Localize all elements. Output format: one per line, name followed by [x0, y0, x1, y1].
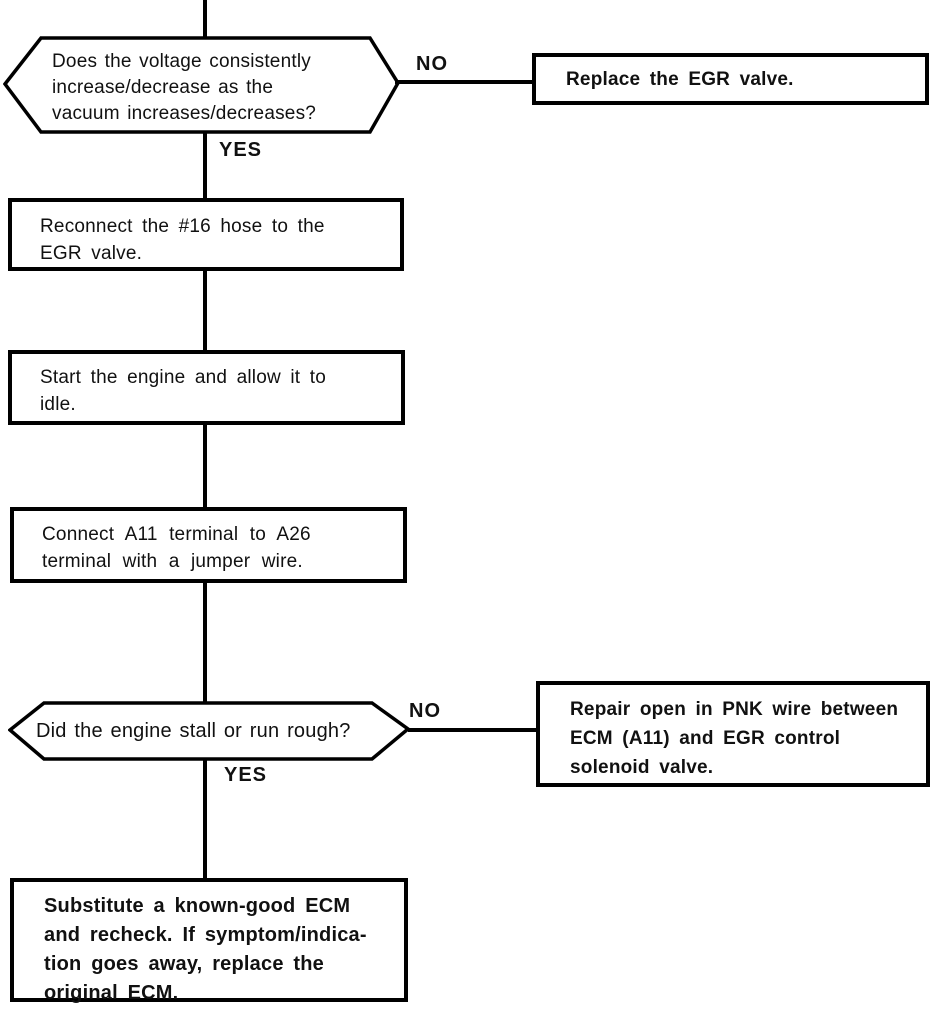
- box-replace-egr-valve-text: Replace the EGR valve.: [566, 68, 794, 90]
- connector-1-2: [203, 271, 207, 350]
- decision-voltage-text: Does the voltage consistently increase/d…: [52, 51, 317, 124]
- box-replace-egr-valve: Replace the EGR valve.: [532, 53, 929, 105]
- connector-3-4: [203, 583, 207, 703]
- decision-stall-text: Did the engine stall or run rough?: [36, 720, 351, 742]
- connector-yes-1: [203, 132, 207, 200]
- connector-entry: [203, 0, 207, 38]
- connector-yes-2: [203, 759, 207, 878]
- decision-stall-hexagon: Did the engine stall or run rough?: [8, 701, 410, 761]
- connector-2-3: [203, 425, 207, 508]
- box-reconnect-hose: Reconnect the #16 hose to the EGR valve.: [8, 198, 404, 271]
- decision-voltage-hexagon: Does the voltage consistently increase/d…: [3, 36, 400, 134]
- edge-label-no-1: NO: [416, 53, 448, 75]
- box-start-engine: Start the engine and allow it to idle.: [8, 350, 405, 425]
- box-reconnect-hose-text: Reconnect the #16 hose to the EGR valve.: [40, 216, 325, 264]
- edge-label-yes-1: YES: [219, 139, 263, 161]
- box-start-engine-text: Start the engine and allow it to idle.: [40, 367, 327, 415]
- box-repair-pnk-wire-text: Repair open in PNK wire between ECM (A11…: [570, 699, 899, 778]
- box-repair-pnk-wire: Repair open in PNK wire between ECM (A11…: [536, 681, 930, 787]
- box-substitute-ecm-text: Substitute a known-good ECM and recheck.…: [44, 895, 367, 1004]
- box-connect-jumper: Connect A11 terminal to A26 terminal wit…: [10, 507, 407, 583]
- edge-label-yes-2: YES: [224, 764, 268, 786]
- box-substitute-ecm: Substitute a known-good ECM and recheck.…: [10, 878, 408, 1004]
- edge-label-no-2: NO: [409, 700, 441, 722]
- box-connect-jumper-text: Connect A11 terminal to A26 terminal wit…: [42, 524, 311, 572]
- connector-no-1: [395, 80, 532, 84]
- connector-no-2: [408, 728, 536, 732]
